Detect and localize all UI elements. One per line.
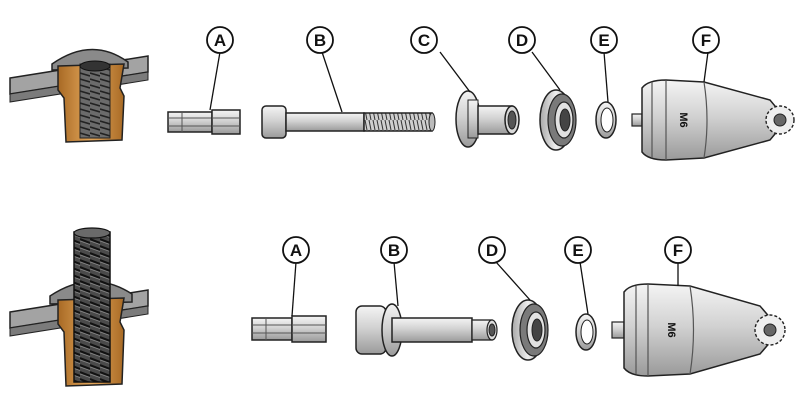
svg-text:F: F xyxy=(673,241,683,260)
svg-text:E: E xyxy=(598,31,609,50)
label-b-top: B xyxy=(306,26,334,54)
svg-text:B: B xyxy=(314,31,326,50)
rivet-stud-section-bottom xyxy=(9,227,149,387)
label-a-bottom: A xyxy=(282,236,310,264)
label-d-bottom: D xyxy=(478,236,506,264)
part-d-bearing-top xyxy=(531,51,577,151)
part-f-nosepiece-bottom xyxy=(611,262,786,377)
part-e-washer-bottom xyxy=(575,261,597,351)
label-e-bottom: E xyxy=(564,236,592,264)
part-b-bolt-top xyxy=(261,51,436,139)
svg-text:F: F xyxy=(701,31,711,50)
label-f-bottom: F xyxy=(664,236,692,264)
label-e-top: E xyxy=(590,26,618,54)
part-c-spacer-top xyxy=(439,51,520,148)
svg-text:D: D xyxy=(486,241,498,260)
svg-text:E: E xyxy=(572,241,583,260)
label-b-bottom: B xyxy=(380,236,408,264)
part-e-washer-top xyxy=(595,51,617,139)
part-a-hex-bit-top xyxy=(167,51,241,135)
rivet-nut-section-top xyxy=(9,48,149,143)
label-c-top: C xyxy=(410,26,438,54)
part-b-sleeve-bottom xyxy=(355,261,498,357)
thread-marking-bottom: M6 xyxy=(665,322,677,337)
svg-text:C: C xyxy=(418,31,430,50)
label-a-top: A xyxy=(206,26,234,54)
svg-text:B: B xyxy=(388,241,400,260)
part-d-bearing-bottom xyxy=(495,261,549,361)
part-f-nosepiece-top xyxy=(631,51,795,161)
svg-text:D: D xyxy=(516,31,528,50)
label-f-top: F xyxy=(692,26,720,54)
part-a-hex-bit-bottom xyxy=(251,261,327,343)
label-d-top: D xyxy=(508,26,536,54)
svg-text:A: A xyxy=(214,31,226,50)
thread-marking-top: M6 xyxy=(677,112,689,127)
svg-text:A: A xyxy=(290,241,302,260)
